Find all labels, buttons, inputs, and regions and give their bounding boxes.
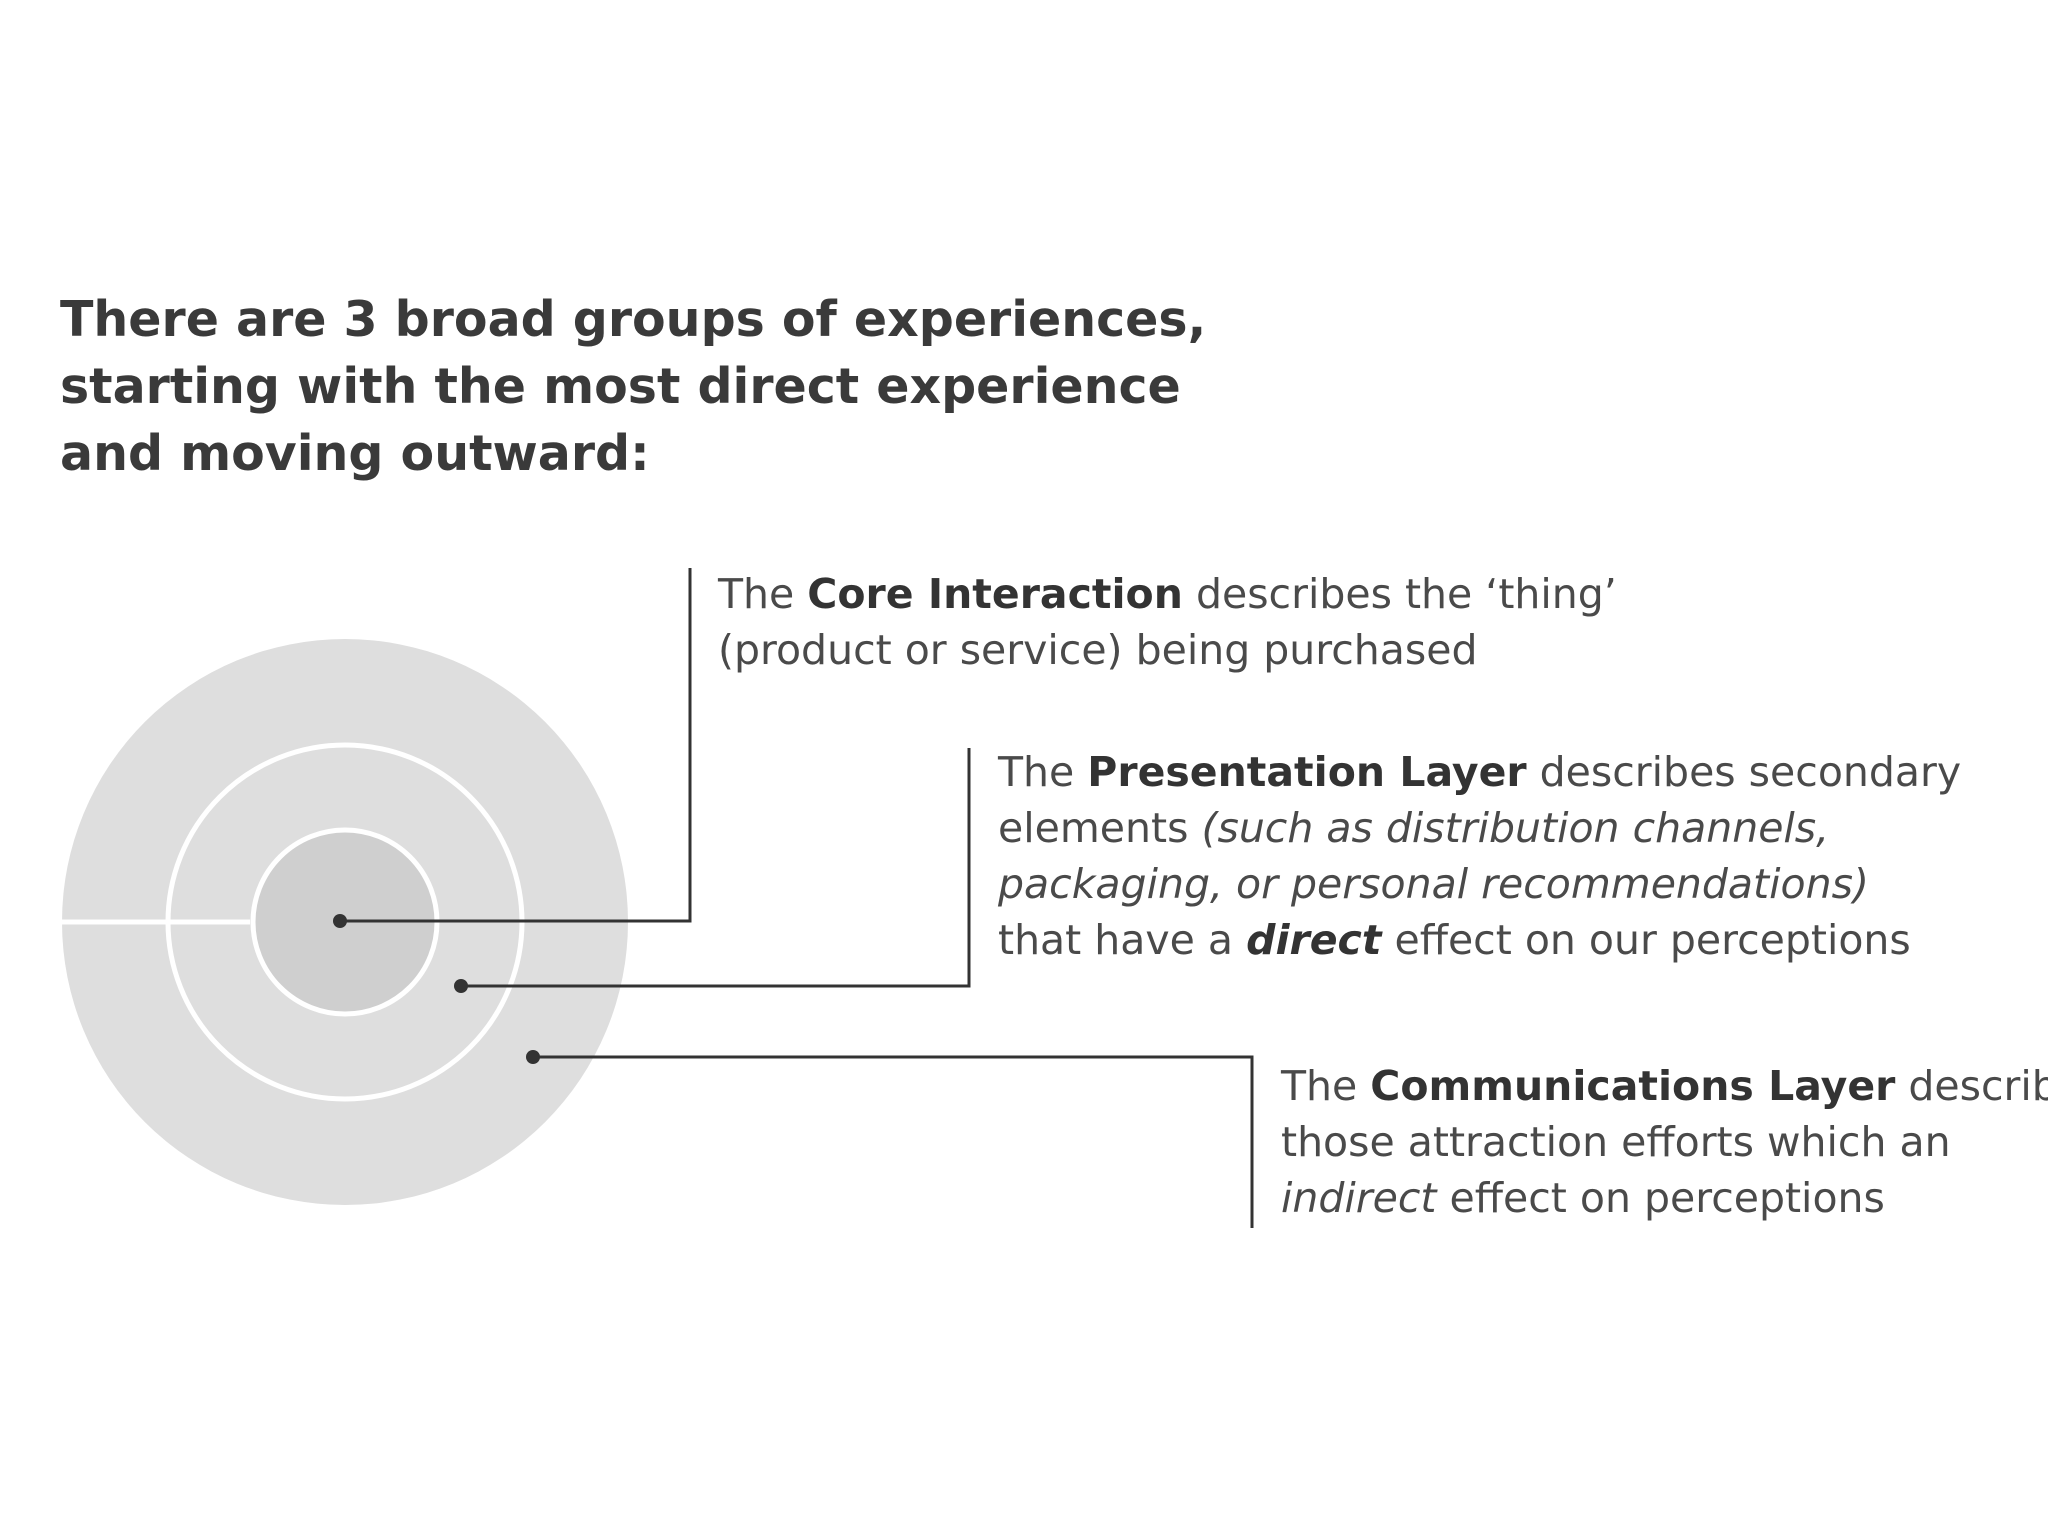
communications-line3-rest: effect on perceptions: [1436, 1174, 1885, 1222]
presentation-leader-line: [461, 748, 971, 988]
core-interaction-term: Core Interaction: [807, 570, 1183, 618]
core-callout-line-2: (product or service) being purchased: [718, 626, 1478, 674]
direct-term: direct: [1246, 916, 1382, 964]
presentation-layer-callout: The Presentation Layer describes seconda…: [998, 744, 1961, 968]
communications-callout-line-1: The Communications Layer describes: [1281, 1058, 2048, 1114]
intro-line-3: and moving outward:: [60, 425, 650, 482]
core-callout-line-1: The Core Interaction describes the ‘thin…: [718, 566, 1617, 622]
communications-layer-term: Communications Layer: [1370, 1062, 1896, 1110]
presentation-leader-dot: [454, 979, 468, 993]
communications-callout-line-3: indirect effect on perceptions: [1281, 1170, 2048, 1226]
presentation-layer-term: Presentation Layer: [1087, 748, 1527, 796]
presentation-line4-prefix: that have a: [998, 916, 1247, 964]
presentation-callout-line-3: packaging, or personal recommendations): [998, 856, 1961, 912]
intro-line-1: There are 3 broad groups of experiences,: [60, 291, 1207, 348]
communications-layer-callout: The Communications Layer describes those…: [1281, 1058, 2048, 1226]
intro-line-2: starting with the most direct experience: [60, 358, 1181, 415]
presentation-callout-line-2: elements (such as distribution channels,: [998, 800, 1961, 856]
core-leader-dot: [333, 914, 347, 928]
presentation-examples-start: (such as distribution channels,: [1201, 804, 1830, 852]
intro-heading: There are 3 broad groups of experiences,…: [60, 286, 1207, 487]
communications-leader-dot: [526, 1050, 540, 1064]
core-leader-line: [340, 568, 692, 923]
presentation-elements-text: elements: [998, 804, 1202, 852]
communications-prefix: The: [1281, 1062, 1371, 1110]
presentation-prefix: The: [998, 748, 1088, 796]
communications-rest: describes: [1908, 1062, 2048, 1110]
core-prefix: The: [718, 570, 808, 618]
presentation-rest: describes secondary: [1526, 748, 1962, 796]
core-interaction-callout: The Core Interaction describes the ‘thin…: [718, 566, 1617, 678]
presentation-callout-line-4: that have a direct effect on our percept…: [998, 912, 1961, 968]
presentation-callout-line-1: The Presentation Layer describes seconda…: [998, 744, 1961, 800]
presentation-line4-rest: effect on our perceptions: [1381, 916, 1911, 964]
indirect-term: indirect: [1281, 1174, 1437, 1222]
presentation-examples-end: packaging, or personal recommendations): [998, 860, 1869, 908]
core-rest: describes the ‘thing’: [1182, 570, 1617, 618]
communications-leader-line: [533, 1055, 1254, 1228]
communications-callout-line-2: those attraction efforts which an: [1281, 1118, 1951, 1166]
